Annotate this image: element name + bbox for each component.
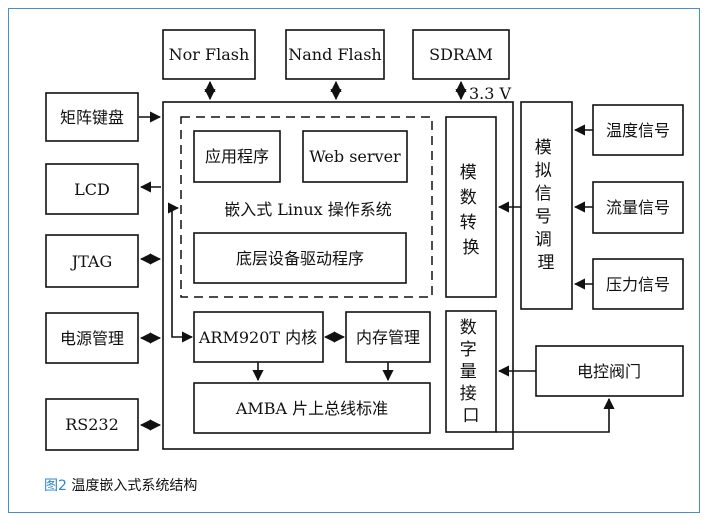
flow-signal-label: 流量信号 [606,198,670,217]
mem-mgmt-label: 内存管理 [356,328,420,347]
rs232-label: RS232 [65,415,119,434]
signal-cond-char: 模 [535,138,552,158]
digital-io-char: 接 [460,384,477,404]
web-server-box [302,130,408,183]
digital-io-char: 口 [463,406,480,426]
voltage-label: 3.3 V [469,84,512,103]
nor-flash-box [162,29,256,80]
digital-io-char: 数 [460,318,477,338]
arm-core-box [193,311,324,363]
signal-cond-box [520,101,573,310]
nand-flash-label: Nand Flash [288,45,381,64]
temp-signal-label: 温度信号 [606,121,670,140]
figure-frame [8,8,700,513]
adc-char: 转 [460,213,477,233]
lcd-label: LCD [74,180,110,199]
caption-number: 图2 [44,478,67,494]
caption-text: 温度嵌入式系统结构 [66,478,198,494]
amba-label: AMBA 片上总线标准 [235,399,388,418]
digital-io-label: 数 字 量 接 口 [460,318,482,426]
adc-char: 数 [460,188,477,208]
amba-box [193,382,431,434]
lcd-box [45,163,139,215]
jtag-label: JTAG [70,252,113,271]
os-core-link [167,202,194,343]
nor-flash-label: Nor Flash [169,45,250,64]
signal-cond-char: 调 [535,230,552,250]
keypad-label: 矩阵键盘 [60,108,124,127]
sdram-box [412,29,510,80]
arm-core-label: ARM920T 内核 [198,328,317,347]
driver-label: 底层设备驱动程序 [236,249,364,268]
adc-box [445,116,497,298]
sdram-label: SDRAM [429,45,493,64]
pressure-signal-label: 压力信号 [606,275,670,294]
adc-char: 换 [463,238,480,258]
signal-cond-label: 模 拟 信 号 调 理 [535,138,557,273]
digital-io-char: 字 [460,340,477,360]
valve-label: 电控阀门 [577,362,641,381]
web-server-label: Web server [309,147,401,166]
driver-box [193,232,407,284]
figure-caption: 图2 温度嵌入式系统结构 [44,475,197,495]
keypad-box [45,92,139,142]
nand-flash-box [285,29,385,80]
signal-cond-char: 信 [535,184,552,204]
adc-label: 模 数 转 换 [460,163,482,258]
valve-box [535,345,684,397]
power-box [45,312,139,364]
app-label: 应用程序 [205,147,269,166]
flow-signal-box [592,181,684,234]
digital-io-char: 量 [460,362,477,382]
os-label: 嵌入式 Linux 操作系统 [224,200,392,219]
mem-mgmt-box [345,311,431,363]
adc-char: 模 [460,163,477,183]
power-label: 电源管理 [60,329,124,348]
signal-cond-char: 拟 [535,161,552,181]
signal-cond-char: 号 [535,207,552,227]
app-box [193,130,281,183]
signal-cond-char: 理 [538,253,555,273]
valve-out-link [496,397,615,433]
jtag-box [45,234,139,288]
digital-io-box [445,310,497,433]
rs232-box [45,398,139,451]
temp-signal-box [592,104,684,156]
